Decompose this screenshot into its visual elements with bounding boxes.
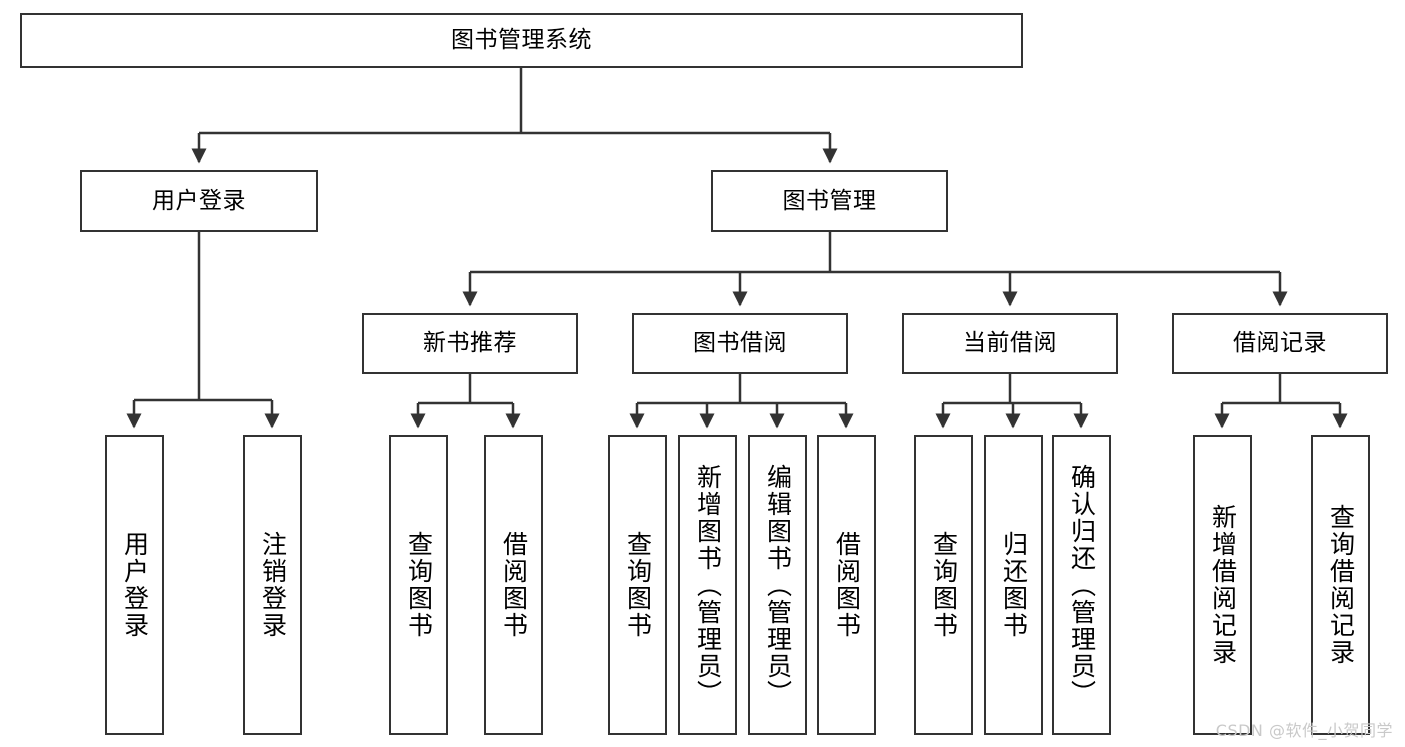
node-label: 查询图书 xyxy=(623,531,653,639)
node-current-borrow[interactable]: 当前借阅 xyxy=(902,313,1118,374)
node-user-login[interactable]: 用户登录 xyxy=(80,170,318,232)
node-leaf-borrow-book-recommend[interactable]: 借阅图书 xyxy=(484,435,543,735)
node-leaf-logout[interactable]: 注销登录 xyxy=(243,435,302,735)
watermark-csdn: CSDN @软件_小贺同学 xyxy=(1215,721,1393,740)
node-leaf-borrow-book[interactable]: 借阅图书 xyxy=(817,435,876,735)
node-label: 确认归还（管理员） xyxy=(1067,463,1097,707)
node-leaf-add-book-admin[interactable]: 新增图书（管理员） xyxy=(678,435,737,735)
node-label: 借阅图书 xyxy=(499,531,529,639)
node-leaf-query-book-borrow[interactable]: 查询图书 xyxy=(608,435,667,735)
node-label: 查询图书 xyxy=(929,531,959,639)
node-book-borrow[interactable]: 图书借阅 xyxy=(632,313,848,374)
node-book-management[interactable]: 图书管理 xyxy=(711,170,948,232)
node-label: 借阅记录 xyxy=(1233,330,1327,357)
node-label: 查询借阅记录 xyxy=(1326,504,1356,666)
node-label: 图书管理 xyxy=(782,187,877,214)
node-leaf-return-book[interactable]: 归还图书 xyxy=(984,435,1043,735)
node-label: 图书管理系统 xyxy=(451,27,592,54)
node-label: 新增图书（管理员） xyxy=(693,463,723,707)
node-leaf-edit-book-admin[interactable]: 编辑图书（管理员） xyxy=(748,435,807,735)
node-root-book-management-system[interactable]: 图书管理系统 xyxy=(20,13,1023,68)
node-leaf-add-borrow-record[interactable]: 新增借阅记录 xyxy=(1193,435,1252,735)
node-leaf-confirm-return-admin[interactable]: 确认归还（管理员） xyxy=(1052,435,1111,735)
node-label: 新增借阅记录 xyxy=(1208,504,1238,666)
node-label: 借阅图书 xyxy=(832,531,862,639)
node-leaf-query-book-current[interactable]: 查询图书 xyxy=(914,435,973,735)
node-leaf-query-book-recommend[interactable]: 查询图书 xyxy=(389,435,448,735)
node-label: 编辑图书（管理员） xyxy=(763,463,793,707)
node-new-book-recommend[interactable]: 新书推荐 xyxy=(362,313,578,374)
node-borrow-record[interactable]: 借阅记录 xyxy=(1172,313,1388,374)
node-label: 用户登录 xyxy=(120,531,150,639)
node-leaf-query-borrow-record[interactable]: 查询借阅记录 xyxy=(1311,435,1370,735)
node-label: 查询图书 xyxy=(404,531,434,639)
node-label: 用户登录 xyxy=(152,187,246,214)
node-leaf-user-login[interactable]: 用户登录 xyxy=(105,435,164,735)
node-label: 图书借阅 xyxy=(693,330,787,357)
node-label: 归还图书 xyxy=(999,531,1029,639)
node-label: 当前借阅 xyxy=(963,330,1057,357)
node-label: 注销登录 xyxy=(258,531,288,639)
node-label: 新书推荐 xyxy=(423,330,517,357)
